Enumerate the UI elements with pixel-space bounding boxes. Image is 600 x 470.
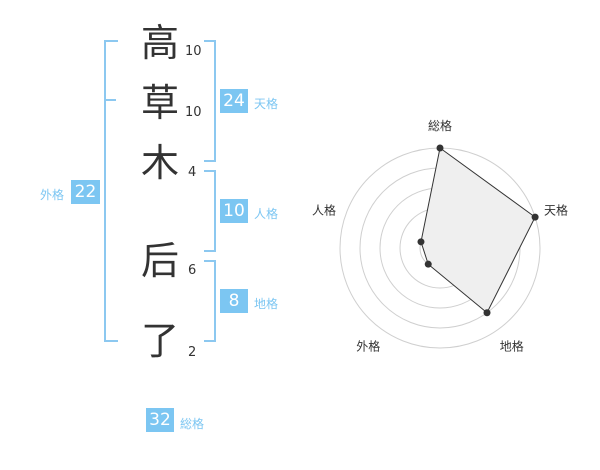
tenkaku-value: 24 [220,89,248,113]
chikaku-value: 8 [220,289,248,313]
tenkaku-label: 天格 [254,97,279,111]
soukaku-value: 32 [146,408,174,432]
name-char-4: 后 [140,239,179,283]
tenkaku-bracket [204,40,216,162]
stroke-count-1: 10 [185,44,202,59]
name-char-2: 草 [140,81,179,125]
jinkaku-value: 10 [220,199,248,223]
stroke-count-4: 6 [188,263,197,278]
jinkaku-label: 人格 [254,207,279,221]
radar-axis-label: 人格 [312,202,336,217]
name-char-3: 木 [140,141,179,185]
radar-axis-label: 地格 [500,339,524,354]
radar-axis-label: 総格 [428,118,452,133]
radar-point [424,260,432,268]
stroke-count-3: 4 [188,165,197,180]
radar-point [483,309,491,317]
radar-point [417,238,425,246]
jinkaku-bracket [204,170,216,252]
stroke-count-2: 10 [185,105,202,120]
radar-point [436,144,444,152]
radar-axis-label: 天格 [544,202,568,217]
gaikaku-bracket [104,40,118,342]
name-char-5: 了 [140,319,179,363]
gaikaku-label: 外格 [40,188,65,202]
radar-point [531,213,539,221]
soukaku-label: 総格 [180,417,205,431]
radar-axis-label: 外格 [356,339,380,354]
gaikaku-value: 22 [71,180,100,204]
chikaku-bracket [204,260,216,342]
name-char-1: 高 [140,21,179,65]
chikaku-label: 地格 [254,297,279,311]
radar-area [420,147,536,314]
gaikaku-bracket-tick [106,99,116,101]
stroke-count-5: 2 [188,345,197,360]
